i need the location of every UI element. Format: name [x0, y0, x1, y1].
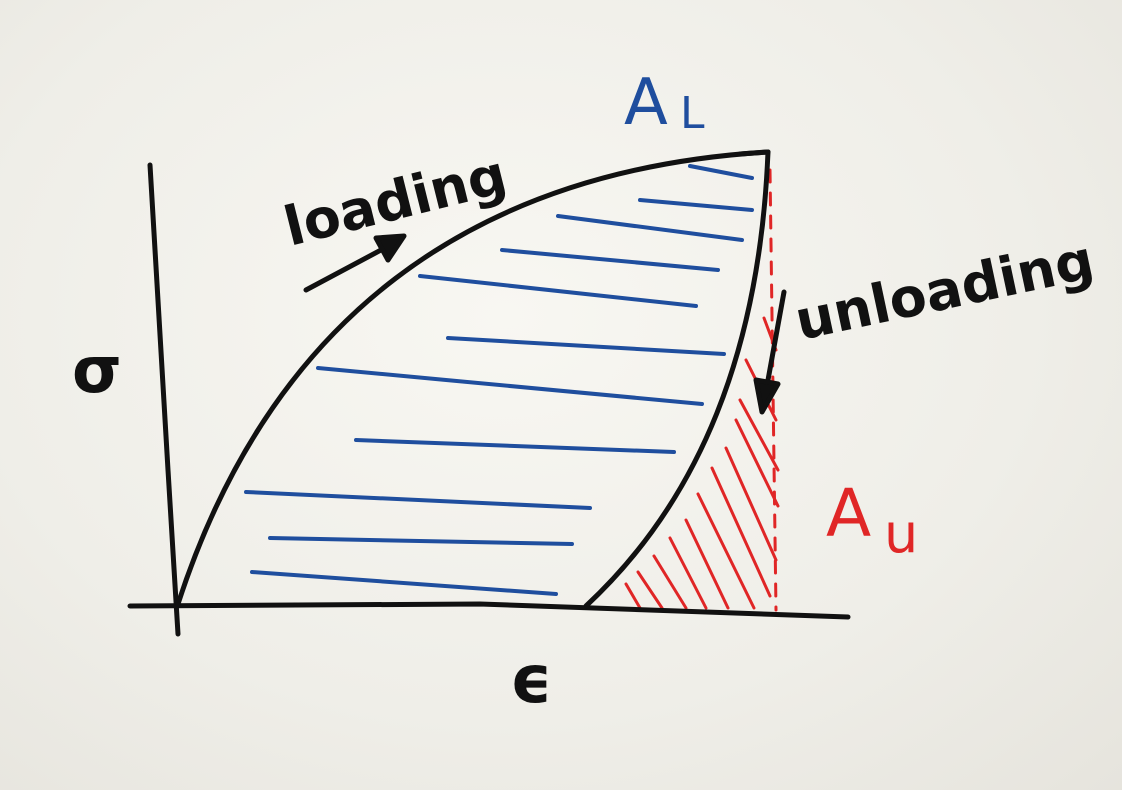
epsilon-axis-label: ϵ	[510, 641, 553, 718]
unloading-arrow-icon	[753, 289, 787, 415]
loading-area-hatching	[244, 164, 754, 596]
loading-curve	[175, 149, 771, 607]
unloading-area-label: A u	[826, 475, 918, 565]
x-axis	[127, 601, 851, 620]
loading-area-subscript: L	[680, 88, 705, 139]
loading-arrow-icon	[303, 233, 407, 293]
y-axis	[147, 162, 181, 637]
unloading-label: unloading	[790, 228, 1100, 353]
unloading-curve	[583, 149, 771, 609]
unloading-area-subscript: u	[884, 502, 918, 565]
sigma-axis-label: σ	[72, 334, 122, 408]
loading-area-label: A L	[624, 66, 705, 140]
curve-top-segment	[737, 149, 771, 157]
axes	[127, 162, 851, 637]
curves	[175, 149, 771, 609]
unloading-area-letter: A	[826, 475, 871, 552]
loading-area-letter: A	[624, 66, 668, 140]
